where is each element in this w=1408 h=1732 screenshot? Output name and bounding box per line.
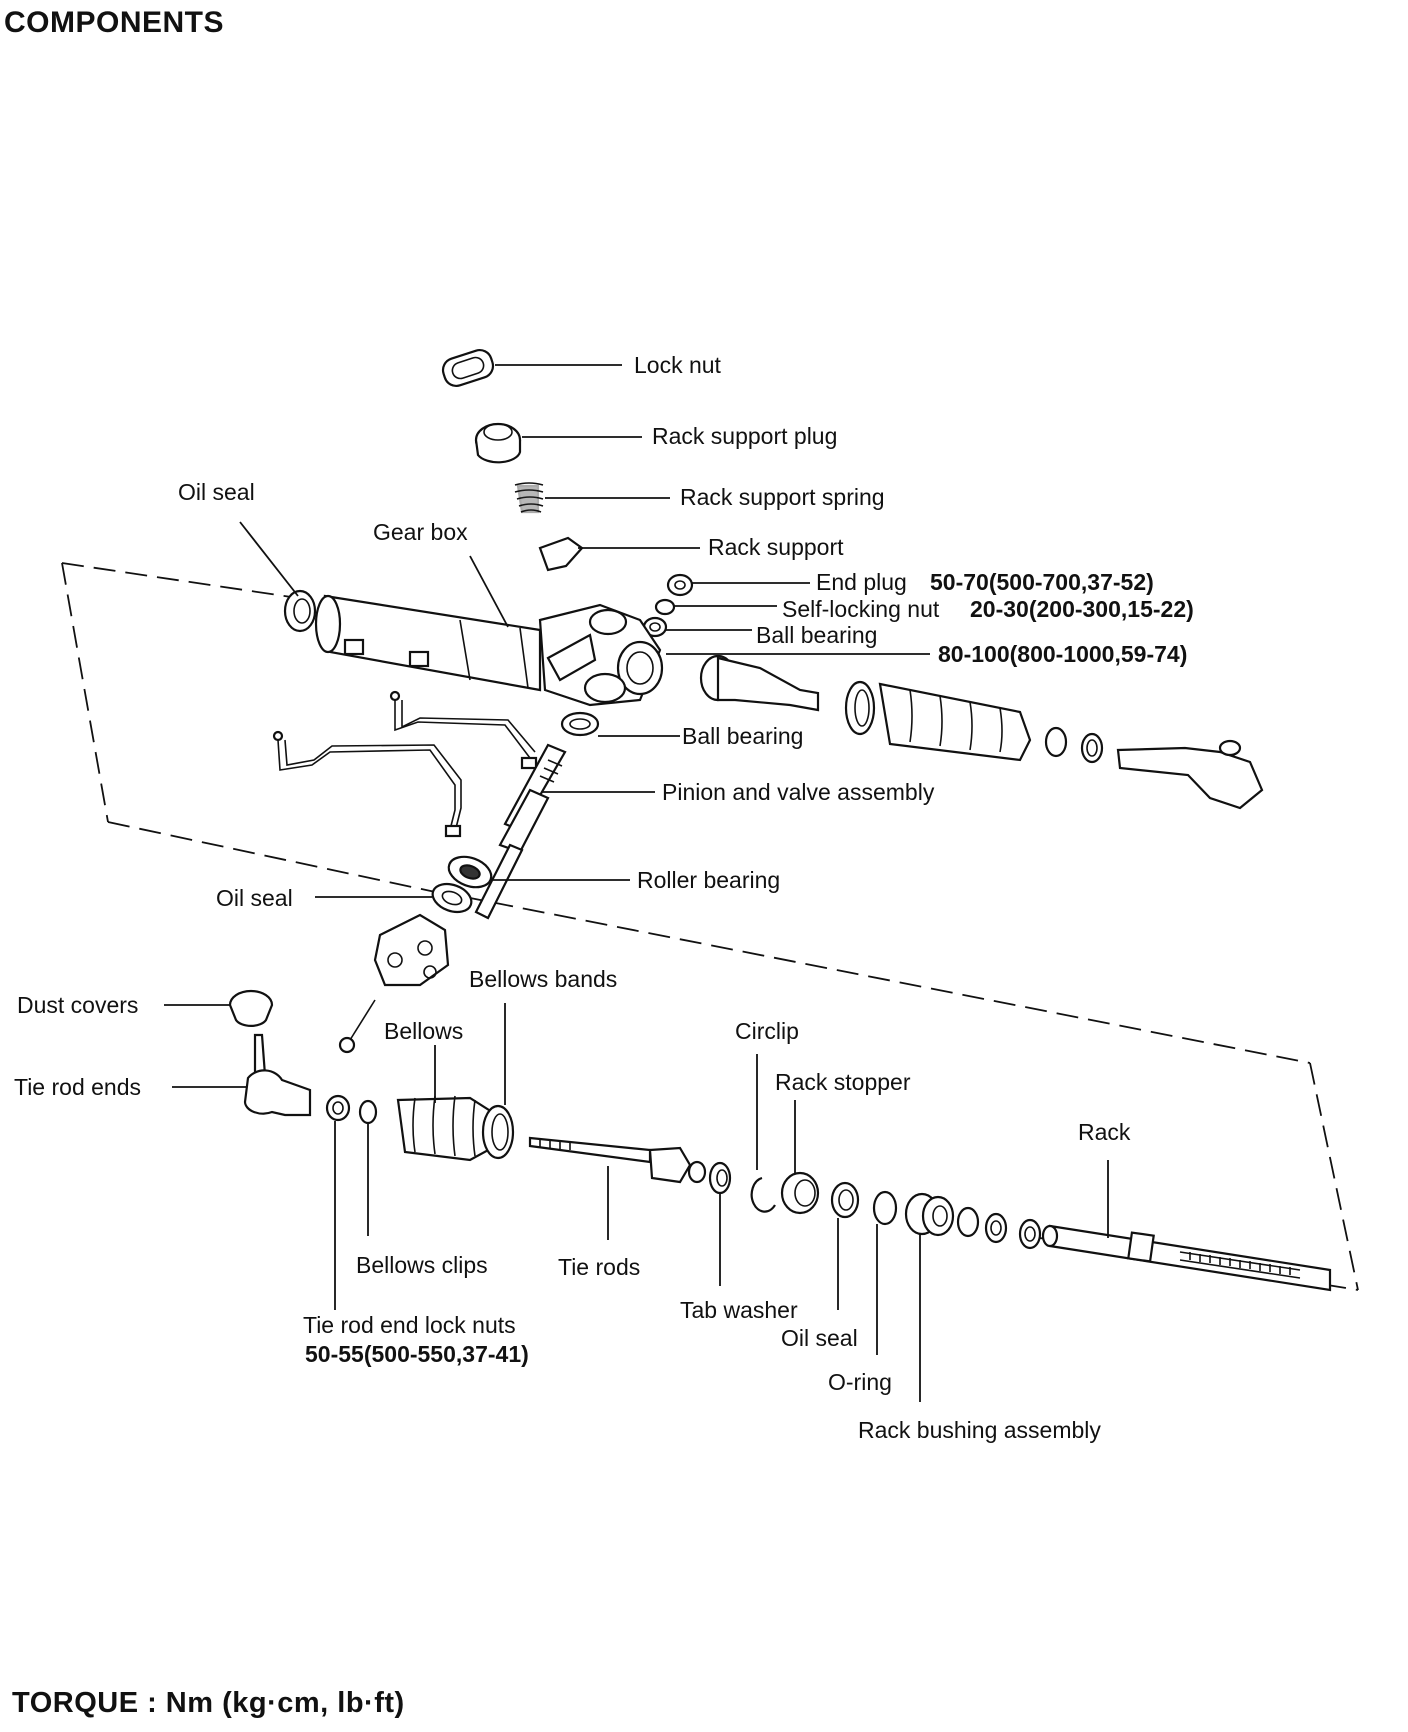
rack-part	[1041, 1224, 1332, 1292]
self-locking-nut-part	[654, 598, 676, 616]
gear-box-label: Gear box	[373, 519, 468, 545]
tie-rod-ends-label: Tie rod ends	[14, 1074, 141, 1100]
end-plug-part	[666, 573, 694, 597]
rack-support-spring-label: Rack support spring	[680, 484, 885, 510]
oil-seal-mid-label: Oil seal	[216, 885, 293, 911]
right-tie-rod-part	[699, 654, 820, 712]
tab-washer-part	[708, 1161, 732, 1195]
rack-bushing-part	[904, 1192, 1042, 1250]
rack-bushing-assembly-label: Rack bushing assembly	[858, 1417, 1101, 1443]
roller-bearing-part	[447, 855, 493, 889]
bellows-label: Bellows	[384, 1018, 463, 1044]
valve-housing-part	[338, 913, 450, 1054]
pinion-valve-part	[474, 743, 567, 920]
ball-bearing-torque: 80-100(800-1000,59-74)	[938, 641, 1187, 667]
oil-seal-bottom-part	[830, 1181, 860, 1219]
dust-cover-part	[228, 989, 274, 1027]
ball-bearing-lower-label: Ball bearing	[682, 723, 803, 749]
right-bellows-band-part	[844, 680, 876, 736]
o-ring-part	[872, 1190, 898, 1226]
dust-covers-label: Dust covers	[17, 992, 138, 1018]
tie-rod-end-lock-nuts-torque: 50-55(500-550,37-41)	[305, 1341, 529, 1367]
right-tie-rod-end-part	[1116, 739, 1264, 810]
circlip-part	[750, 1176, 776, 1213]
oil-seal-bottom-label: Oil seal	[781, 1325, 858, 1351]
bellows-bands-label: Bellows bands	[469, 966, 617, 992]
bellows-clip-part	[358, 1099, 378, 1125]
leader-lines	[164, 364, 1109, 1402]
assembly-boundary	[61, 562, 1359, 1291]
pinion-valve-label: Pinion and valve assembly	[662, 779, 935, 805]
bellows-part	[396, 1095, 494, 1162]
lock-nut-part	[441, 348, 495, 388]
torque-units-note: TORQUE : Nm (kg·cm, lb·ft)	[12, 1687, 405, 1719]
self-locking-nut-torque: 20-30(200-300,15-22)	[970, 596, 1194, 622]
ball-bearing-lower-part	[560, 711, 600, 737]
rack-stopper-part	[780, 1171, 820, 1215]
rack-stopper-label: Rack stopper	[775, 1069, 911, 1095]
rack-support-spring-part	[514, 482, 544, 514]
page-title: COMPONENTS	[4, 6, 225, 39]
rack-support-plug-part	[474, 422, 522, 464]
end-plug-label: End plug	[816, 569, 907, 595]
tab-washer-label: Tab washer	[680, 1297, 798, 1323]
rack-support-label: Rack support	[708, 534, 844, 560]
tie-rod-part	[528, 1136, 707, 1184]
oil-seal-top-part	[283, 589, 317, 633]
bellows-band-part	[481, 1104, 515, 1160]
tie-rod-end-part	[243, 1033, 312, 1117]
circlip-label: Circlip	[735, 1018, 799, 1044]
oil-seal-top-label: Oil seal	[178, 479, 255, 505]
self-locking-nut-label: Self-locking nut	[782, 596, 940, 622]
tie-rod-end-lock-nuts-label: Tie rod end lock nuts	[303, 1312, 516, 1338]
bellows-clips-label: Bellows clips	[356, 1252, 488, 1278]
gear-box-part	[314, 594, 664, 707]
tie-rod-end-lock-nut-part	[325, 1094, 351, 1122]
o-ring-label: O-ring	[828, 1369, 892, 1395]
end-plug-torque: 50-70(500-700,37-52)	[930, 569, 1154, 595]
rack-support-part	[538, 536, 584, 572]
tie-rods-label: Tie rods	[558, 1254, 640, 1280]
right-bellows-clip-part	[1044, 726, 1104, 764]
ball-bearing-upper-label: Ball bearing	[756, 622, 877, 648]
rack-support-plug-label: Rack support plug	[652, 423, 837, 449]
hydraulic-lines	[272, 690, 538, 838]
rack-label: Rack	[1078, 1119, 1131, 1145]
oil-seal-mid-part	[431, 882, 473, 914]
roller-bearing-label: Roller bearing	[637, 867, 780, 893]
lock-nut-label: Lock nut	[634, 352, 722, 378]
right-bellows-part	[878, 682, 1032, 762]
